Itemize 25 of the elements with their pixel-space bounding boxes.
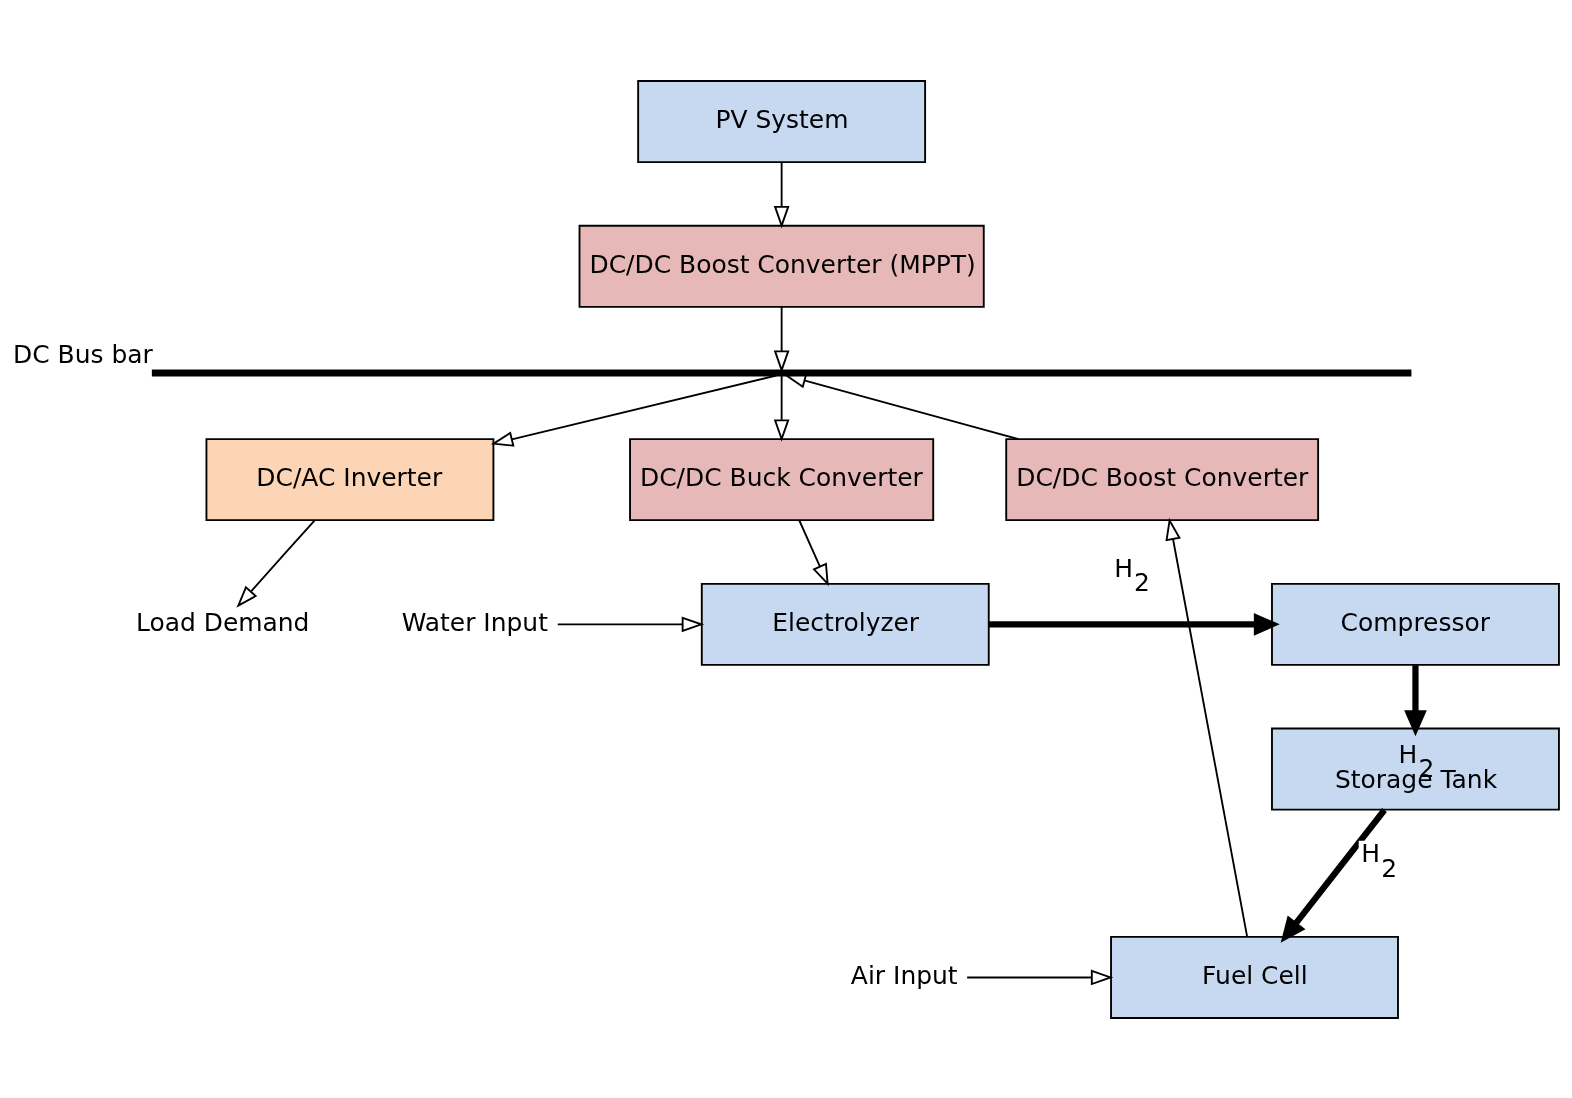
node-box: Fuel Cell — [1110, 935, 1399, 1019]
node-box: DC/DC Boost Converter — [1005, 437, 1320, 521]
arrow — [1280, 807, 1387, 943]
arrow — [1404, 664, 1427, 736]
node-bar — [151, 369, 1412, 376]
arrow — [966, 969, 1114, 985]
arrow — [773, 161, 790, 228]
node-box: Compressor — [1271, 582, 1560, 666]
node-box: DC/DC Boost Converter (MPPT) — [578, 224, 985, 308]
node-box: DC/DC Buck Converter — [629, 437, 935, 521]
node-label: DC Bus bar — [13, 339, 153, 369]
arrow — [773, 305, 790, 373]
node-box: PV System — [637, 79, 927, 163]
arrow — [1165, 517, 1249, 938]
arrow — [236, 519, 316, 608]
arrow — [773, 374, 790, 442]
arrow — [556, 616, 705, 632]
node-box: Electrolyzer — [700, 582, 990, 666]
arrow — [490, 374, 778, 447]
arrow — [798, 519, 829, 586]
node-text: Load Demand — [135, 607, 310, 637]
node-text: Air Input — [850, 960, 958, 990]
arrow — [988, 612, 1280, 636]
node-box: DC/AC Inverter — [205, 437, 495, 521]
node-text: Water Input — [401, 607, 548, 637]
